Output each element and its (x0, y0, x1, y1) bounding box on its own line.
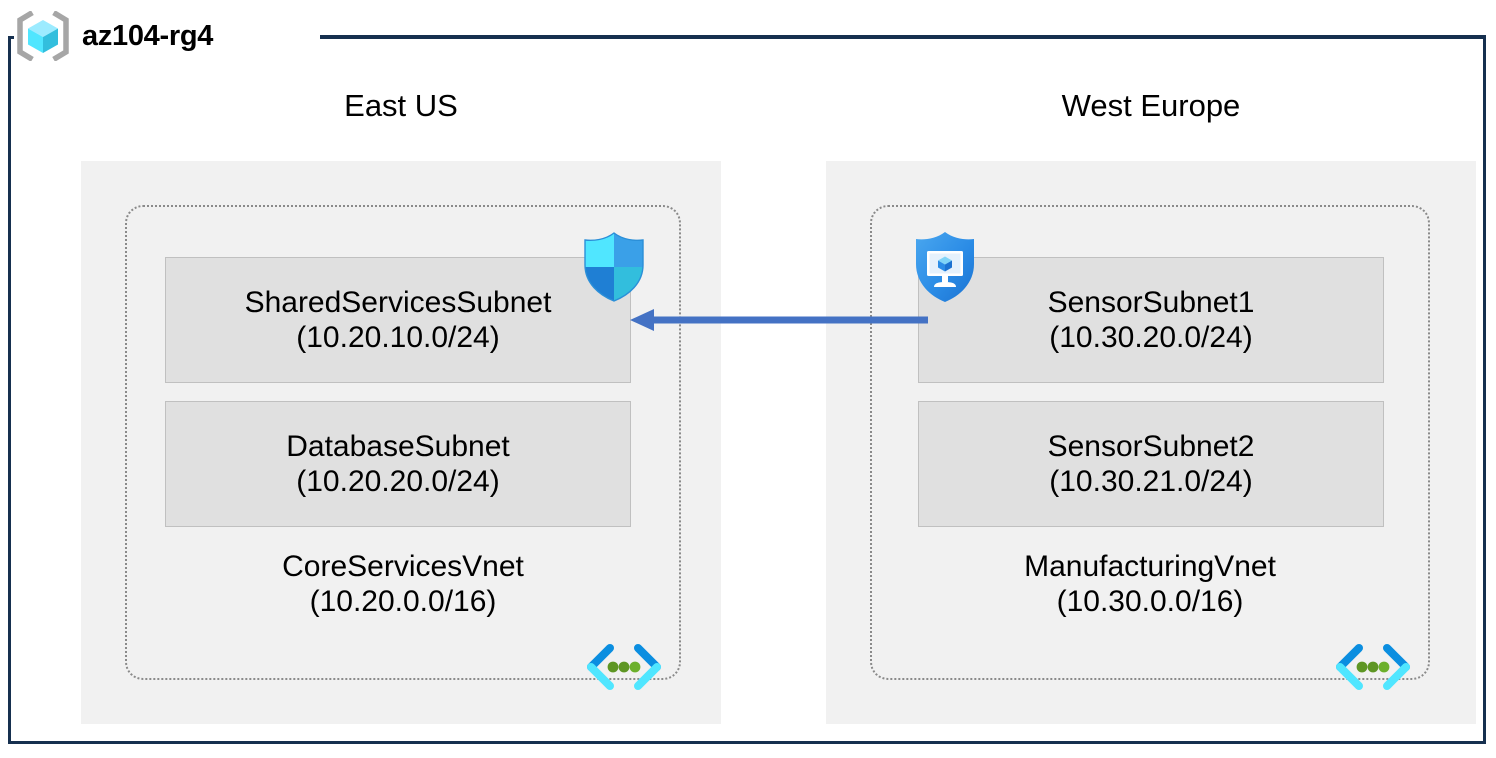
region-east-us: East US SharedServicesSubnet (10.20.10.0… (81, 88, 721, 724)
subnet-name: DatabaseSubnet (286, 429, 510, 463)
vnet-caption-core-services: CoreServicesVnet (10.20.0.0/16) (127, 549, 679, 620)
vnet-name: CoreServicesVnet (282, 550, 524, 583)
subnet-sensor-2[interactable]: SensorSubnet2 (10.30.21.0/24) (918, 401, 1384, 527)
resource-group-title-rule (320, 35, 1486, 38)
vnet-address-space: (10.30.0.0/16) (1056, 585, 1244, 619)
subnet-shared-services[interactable]: SharedServicesSubnet (10.20.10.0/24) (165, 257, 631, 383)
resource-group-cube-icon (14, 10, 72, 62)
resource-group-title-gap (14, 26, 320, 48)
subnet-name: SharedServicesSubnet (244, 285, 552, 319)
subnet-cidr: (10.30.20.0/24) (1049, 321, 1253, 354)
bastion-shield-monitor-icon (910, 229, 980, 310)
subnet-cidr: (10.20.20.0/24) (296, 465, 500, 498)
resource-group-title: az104-rg4 (14, 8, 213, 64)
virtual-network-icon (584, 643, 664, 696)
vnet-manufacturing[interactable]: SensorSubnet1 (10.30.20.0/24) SensorSubn… (870, 205, 1430, 690)
vnet-address-space: (10.20.0.0/16) (309, 585, 497, 619)
region-label-west-europe: West Europe (1061, 88, 1241, 123)
subnet-name: SensorSubnet1 (1047, 285, 1255, 319)
region-label-east-us: East US (344, 88, 458, 123)
subnet-cidr: (10.20.10.0/24) (296, 321, 500, 354)
region-west-europe: West Europe SensorSubnet1 (10.30.20.0/24… (826, 88, 1476, 724)
subnet-database[interactable]: DatabaseSubnet (10.20.20.0/24) (165, 401, 631, 527)
vnet-name: ManufacturingVnet (1024, 550, 1276, 583)
vnet-peering-arrow (628, 306, 928, 339)
subnet-name: SensorSubnet2 (1047, 429, 1255, 463)
subnet-cidr: (10.30.21.0/24) (1049, 465, 1253, 498)
vnet-caption-manufacturing: ManufacturingVnet (10.30.0.0/16) (872, 549, 1428, 620)
resource-group-name: az104-rg4 (82, 19, 214, 52)
network-security-group-shield-icon (581, 231, 647, 308)
virtual-network-icon (1333, 643, 1413, 696)
vnet-core-services[interactable]: SharedServicesSubnet (10.20.10.0/24) Dat… (125, 205, 681, 690)
subnet-sensor-1[interactable]: SensorSubnet1 (10.30.20.0/24) (918, 257, 1384, 383)
